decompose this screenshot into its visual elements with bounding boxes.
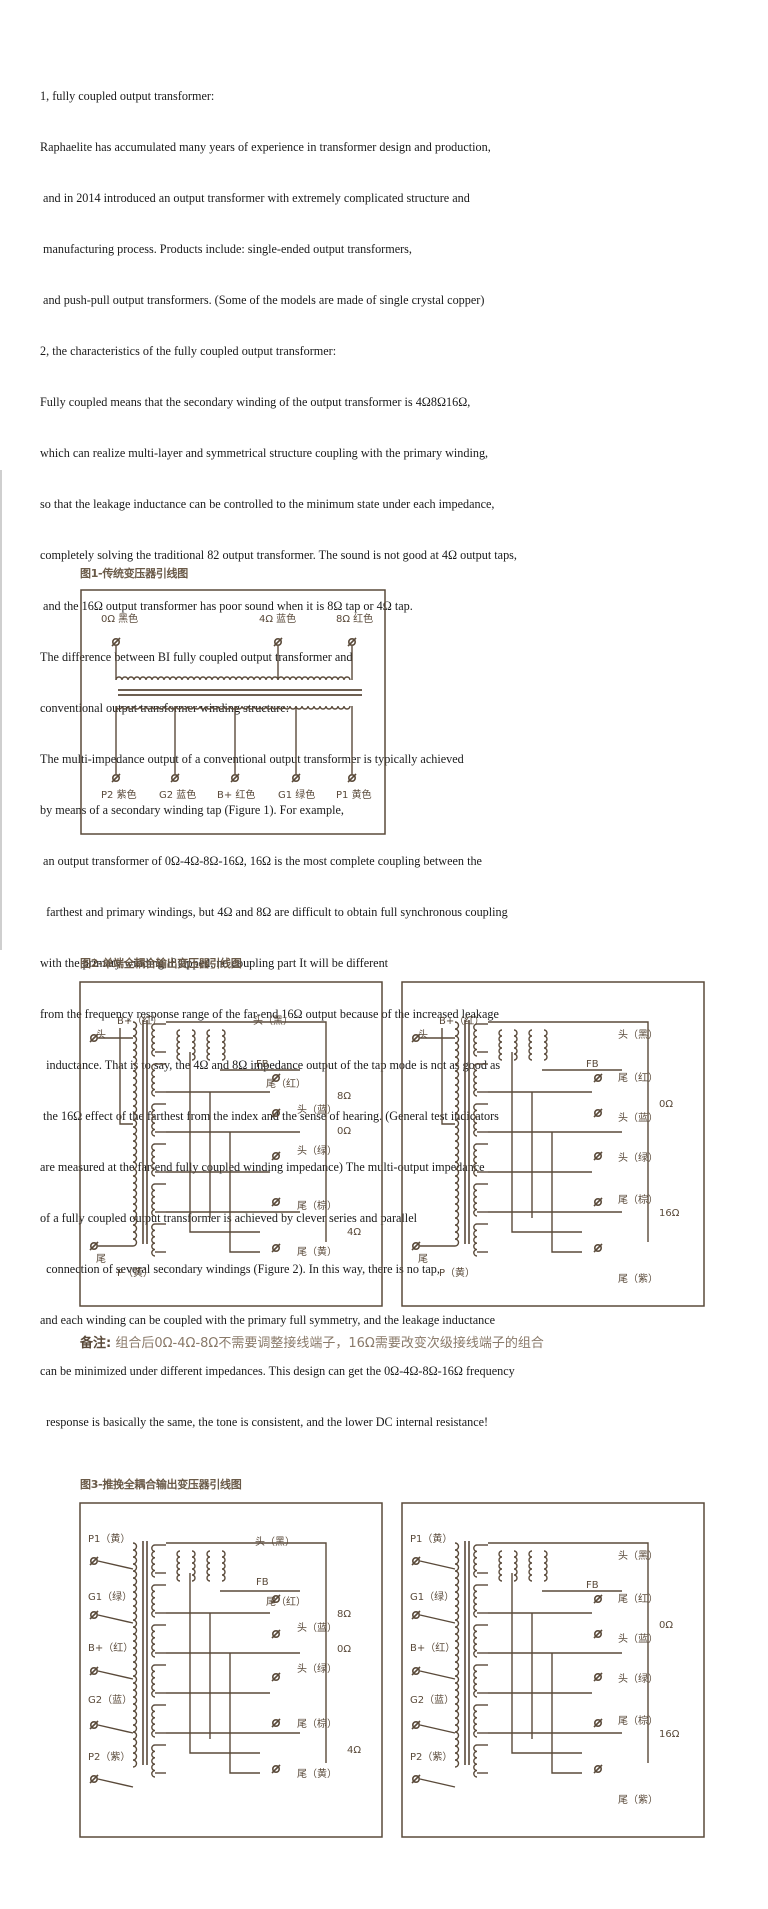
fig2l-8ohm: 8Ω xyxy=(337,1091,351,1102)
fig2l-bplus: B+（红） xyxy=(117,1014,162,1027)
fig1-label-8ohm: 8Ω 红色 xyxy=(336,612,373,625)
fig3r-fb: FB xyxy=(586,1580,599,1591)
fig2l-tail-yellow: 尾（黄） xyxy=(297,1245,337,1258)
fig1-label-p1: P1 黄色 xyxy=(336,788,372,801)
fig3l-head-blue: 头（蓝） xyxy=(297,1622,337,1634)
fig2l-head-blue: 头（蓝） xyxy=(297,1104,337,1116)
fig3r-head-black: 头（黑） xyxy=(618,1550,658,1562)
fig1-label-g2: G2 蓝色 xyxy=(159,788,196,801)
intro-line: Fully coupled means that the secondary w… xyxy=(40,395,471,409)
intro-line: and push-pull output transformers. (Some… xyxy=(40,293,485,307)
fig2l-tail-red: 尾（红） xyxy=(266,1077,306,1090)
page-edge-bar xyxy=(0,470,2,950)
fig2r-tail-left: 尾 xyxy=(418,1253,428,1265)
intro-line: response is basically the same, the tone… xyxy=(40,1415,489,1429)
intro-line: completely solving the traditional 82 ou… xyxy=(40,548,517,562)
intro-text: 1, fully coupled output transformer: Rap… xyxy=(40,54,760,1448)
fig2l-p: P（黄） xyxy=(117,1266,153,1279)
fig3l-tail-yellow: 尾（黄） xyxy=(297,1767,337,1780)
intro-line: and in 2014 introduced an output transfo… xyxy=(40,191,470,205)
fig2-title: 图2-单端全耦合输出变压器引线图 xyxy=(80,957,242,970)
fig1-label-p2: P2 紫色 xyxy=(101,788,137,801)
fig2r-tail-purple: 尾（紫） xyxy=(618,1273,658,1285)
fig3r-16ohm: 16Ω xyxy=(659,1729,680,1740)
fig3r-g1: G1（绿） xyxy=(410,1590,454,1603)
fig3l-8ohm: 8Ω xyxy=(337,1609,351,1620)
fig3-title: 图3-推挽全耦合输出变压器引线图 xyxy=(80,1478,242,1491)
fig3l-g1: G1（绿） xyxy=(88,1590,132,1603)
fig3l-g2: G2（蓝） xyxy=(88,1694,132,1706)
fig3l-fb: FB xyxy=(256,1577,269,1588)
fig2r-16ohm: 16Ω xyxy=(659,1208,680,1219)
fig2l-0ohm: 0Ω xyxy=(337,1126,351,1137)
intro-line: connection of several secondary windings… xyxy=(40,1262,440,1276)
fig3r-0ohm: 0Ω xyxy=(659,1620,673,1631)
intro-line: and the 16Ω output transformer has poor … xyxy=(40,599,413,613)
intro-line: an output transformer of 0Ω-4Ω-8Ω-16Ω, 1… xyxy=(40,854,482,868)
note-text: 组合后0Ω-4Ω-8Ω不需要调整接线端子，16Ω需要改变次级接线端子的组合 xyxy=(115,1336,544,1351)
intro-line: the 16Ω effect of the farthest from the … xyxy=(40,1109,499,1123)
intro-line: farthest and primary windings, but 4Ω an… xyxy=(40,905,508,919)
intro-line: manufacturing process. Products include:… xyxy=(40,242,412,256)
fig3r-p2: P2（紫） xyxy=(410,1751,452,1763)
fig3l-tail-red: 尾（红） xyxy=(266,1595,306,1608)
fig2r-fb: FB xyxy=(586,1059,599,1070)
fig2-note: 备注: 组合后0Ω-4Ω-8Ω不需要调整接线端子，16Ω需要改变次级接线端子的组… xyxy=(80,1332,544,1351)
fig3r-tail-red: 尾（红） xyxy=(618,1592,658,1605)
fig2r-head-left: 头 xyxy=(418,1029,428,1041)
fig2l-head-green: 头（绿） xyxy=(297,1144,337,1157)
intro-line: with the primary winding if tapped, no c… xyxy=(40,956,389,970)
fig3r-tail-brown: 尾（棕） xyxy=(618,1714,658,1727)
intro-line: 2, the characteristics of the fully coup… xyxy=(40,344,337,358)
fig3l-p1: P1（黄） xyxy=(88,1532,130,1545)
intro-line: Raphaelite has accumulated many years of… xyxy=(40,140,491,154)
fig2l-tail-brown: 尾（棕） xyxy=(297,1199,337,1212)
fig2l-tail-left: 尾 xyxy=(96,1253,106,1265)
fig2r-0ohm: 0Ω xyxy=(659,1099,673,1110)
intro-line: can be minimized under different impedan… xyxy=(40,1364,515,1378)
fig3l-0ohm: 0Ω xyxy=(337,1644,351,1655)
fig2r-bplus: B+（红） xyxy=(439,1014,484,1027)
fig2l-head-black: 头（黑） xyxy=(253,1015,293,1027)
fig1-title: 图1-传统变压器引线图 xyxy=(80,567,188,580)
fig3l-4ohm: 4Ω xyxy=(347,1745,361,1756)
intro-line: by means of a secondary winding tap (Fig… xyxy=(40,803,344,817)
fig3r-head-green: 头（绿） xyxy=(618,1672,658,1685)
fig3r-head-blue: 头（蓝） xyxy=(618,1633,658,1645)
fig3l-head-black: 头（黑） xyxy=(255,1536,295,1548)
fig1-label-0ohm: 0Ω 黑色 xyxy=(101,612,138,625)
fig3r-bplus: B+（红） xyxy=(410,1641,455,1654)
note-label: 备注: xyxy=(80,1336,112,1351)
fig2r-p: P（黄） xyxy=(439,1266,475,1279)
intro-line: from the frequency response range of the… xyxy=(40,1007,499,1021)
fig1-label-g1: G1 绿色 xyxy=(278,788,315,801)
fig2l-head-left: 头 xyxy=(96,1029,106,1041)
intro-line: 1, fully coupled output transformer: xyxy=(40,89,215,103)
fig3l-tail-brown: 尾（棕） xyxy=(297,1717,337,1730)
fig3l-bplus: B+（红） xyxy=(88,1641,133,1654)
fig2l-fb: FB xyxy=(256,1059,269,1070)
intro-line: which can realize multi-layer and symmet… xyxy=(40,446,489,460)
fig3l-p2: P2（紫） xyxy=(88,1751,130,1763)
fig3r-tail-purple: 尾（紫） xyxy=(618,1794,658,1806)
fig1-label-4ohm: 4Ω 蓝色 xyxy=(259,612,296,625)
fig3r-g2: G2（蓝） xyxy=(410,1694,454,1706)
intro-line: are measured at the far-end fully couple… xyxy=(40,1160,485,1174)
fig3l-head-green: 头（绿） xyxy=(297,1662,337,1675)
fig3r-p1: P1（黄） xyxy=(410,1532,452,1545)
intro-line: and each winding can be coupled with the… xyxy=(40,1313,496,1327)
intro-line: so that the leakage inductance can be co… xyxy=(40,497,495,511)
fig1-label-bplus: B+ 红色 xyxy=(217,788,255,801)
fig2l-4ohm: 4Ω xyxy=(347,1227,361,1238)
intro-line: The difference between BI fully coupled … xyxy=(40,650,353,664)
intro-line: The multi-impedance output of a conventi… xyxy=(40,752,464,766)
